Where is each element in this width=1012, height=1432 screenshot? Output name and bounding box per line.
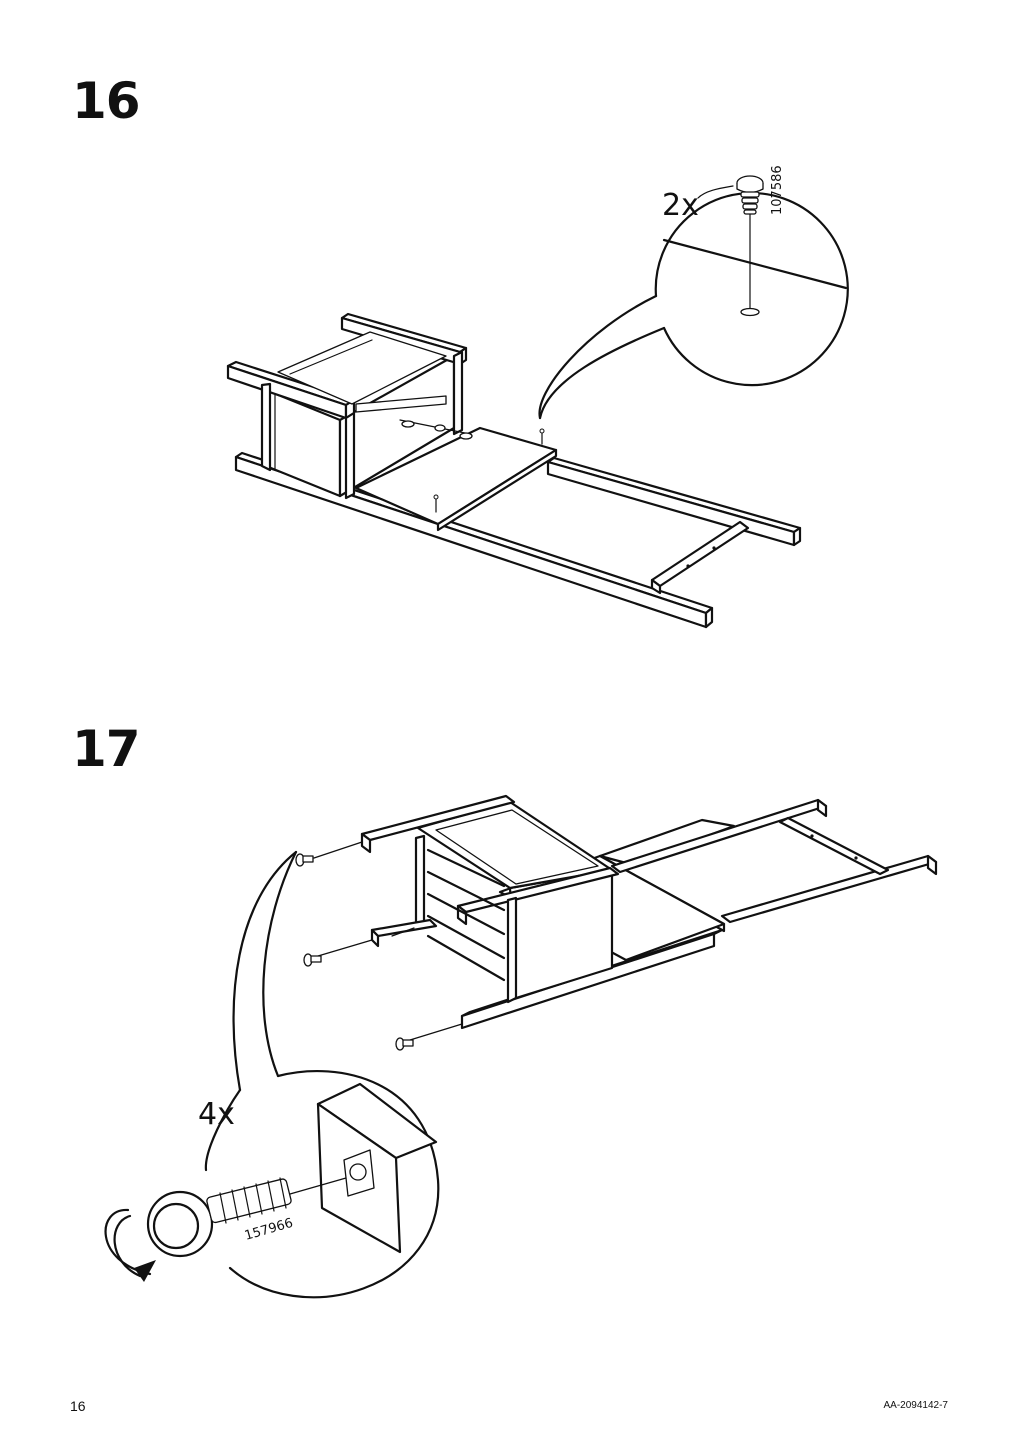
document-id: AA-2094142-7	[883, 1400, 949, 1411]
adjustable-foot-icon	[295, 853, 314, 867]
step-17-illustration: 4x 157966	[104, 794, 938, 1299]
plug-icon	[736, 175, 764, 215]
step-16-part-number: 107586	[770, 165, 785, 215]
step-17-number: 17	[72, 720, 141, 778]
page-number: 16	[70, 1398, 86, 1414]
step-16-number: 16	[72, 72, 141, 130]
step-16-illustration: 2x 107586	[226, 165, 849, 629]
step-17-quantity: 4x	[198, 1097, 235, 1132]
step-16-quantity: 2x	[662, 188, 699, 223]
rotate-arrow-icon	[104, 1208, 156, 1282]
step-17-part-number: 157966	[243, 1216, 295, 1244]
